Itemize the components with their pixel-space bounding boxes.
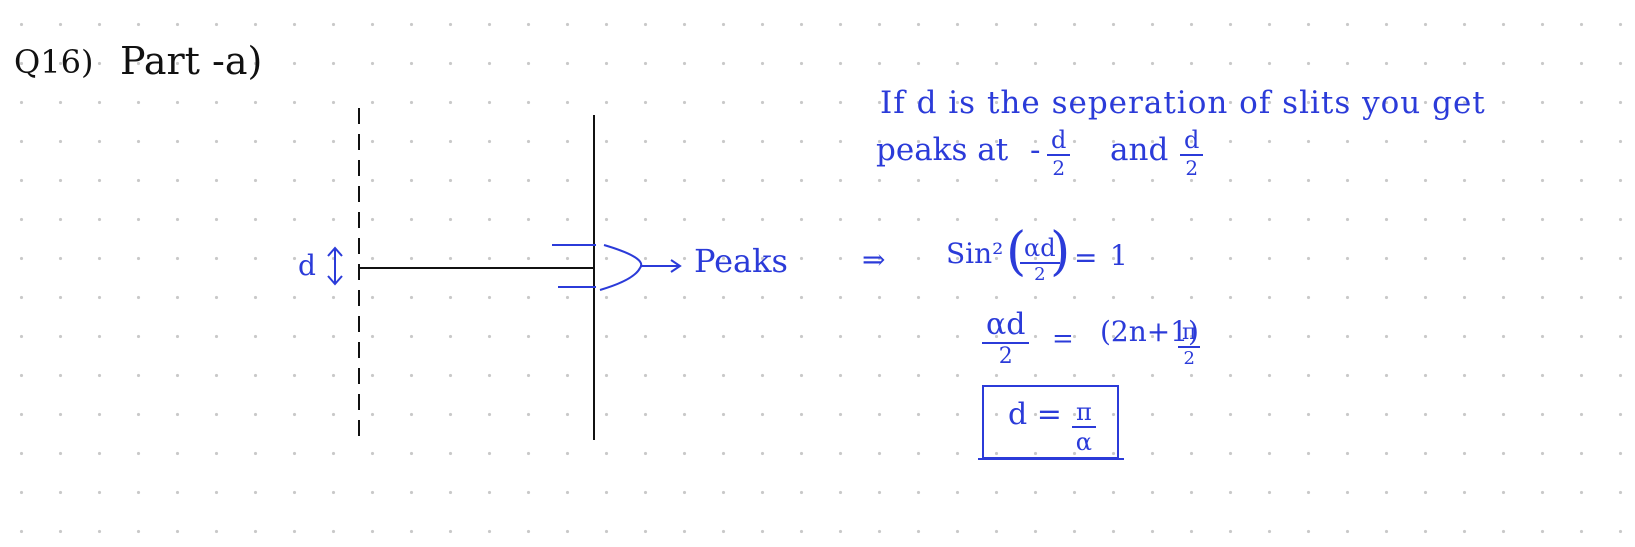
fraction-bar [1047, 154, 1071, 156]
fraction-denominator: 2 [1185, 156, 1199, 180]
fraction-numerator: αd [1024, 234, 1056, 262]
fraction-bar [1178, 346, 1201, 348]
close-paren: ) [1050, 222, 1071, 282]
fraction-bar [1180, 154, 1204, 156]
open-paren: ( [1006, 222, 1027, 282]
two-n-plus-one: (2n+1) [1100, 315, 1199, 348]
implies-symbol: ⇒ [862, 243, 886, 276]
fraction-neg-d-over-2: d 2 [1047, 126, 1071, 180]
fraction-bar [1020, 262, 1060, 264]
equals-sign: = [1074, 241, 1098, 274]
sin-squared: Sin² [946, 237, 1004, 270]
separation-label: d [298, 249, 316, 282]
equals-sign: = [1052, 324, 1074, 354]
fraction-numerator: π [1182, 320, 1197, 345]
fraction-numerator: d [1051, 126, 1067, 154]
fraction-alpha-d-over-2: αd 2 [1020, 236, 1060, 284]
fraction-d-over-2: d 2 [1180, 126, 1204, 180]
and-text: and [1110, 132, 1169, 168]
fraction-numerator: d [1184, 126, 1200, 154]
d-equals: d = [1008, 397, 1062, 432]
fraction-denominator: α [1075, 428, 1092, 456]
fraction-bar [982, 342, 1030, 344]
fraction-numerator: αd [986, 307, 1026, 342]
fraction-denominator: 2 [1052, 156, 1066, 180]
equation-result-one: 1 [1110, 239, 1128, 272]
part-label: Part -a) [120, 39, 263, 83]
peaks-label: Peaks [694, 242, 788, 280]
explanation-line-1: If d is the seperation of slits you get [880, 85, 1486, 121]
fraction-bar [1072, 426, 1096, 428]
fraction-denominator: 2 [1183, 348, 1195, 369]
question-number: Q16) [14, 43, 94, 81]
fraction-denominator: 2 [998, 344, 1013, 369]
fraction-pi-over-alpha: π α [1072, 400, 1096, 454]
explanation-line-2-prefix: peaks at [876, 132, 1009, 168]
fraction-pi-over-2: π 2 [1178, 320, 1201, 369]
fraction-numerator: π [1076, 398, 1092, 426]
fraction-alpha-d-over-2-large: αd 2 [982, 307, 1030, 369]
fraction-denominator: 2 [1034, 264, 1046, 285]
peak-curve [599, 244, 643, 291]
neg-sign: - [1030, 132, 1041, 168]
